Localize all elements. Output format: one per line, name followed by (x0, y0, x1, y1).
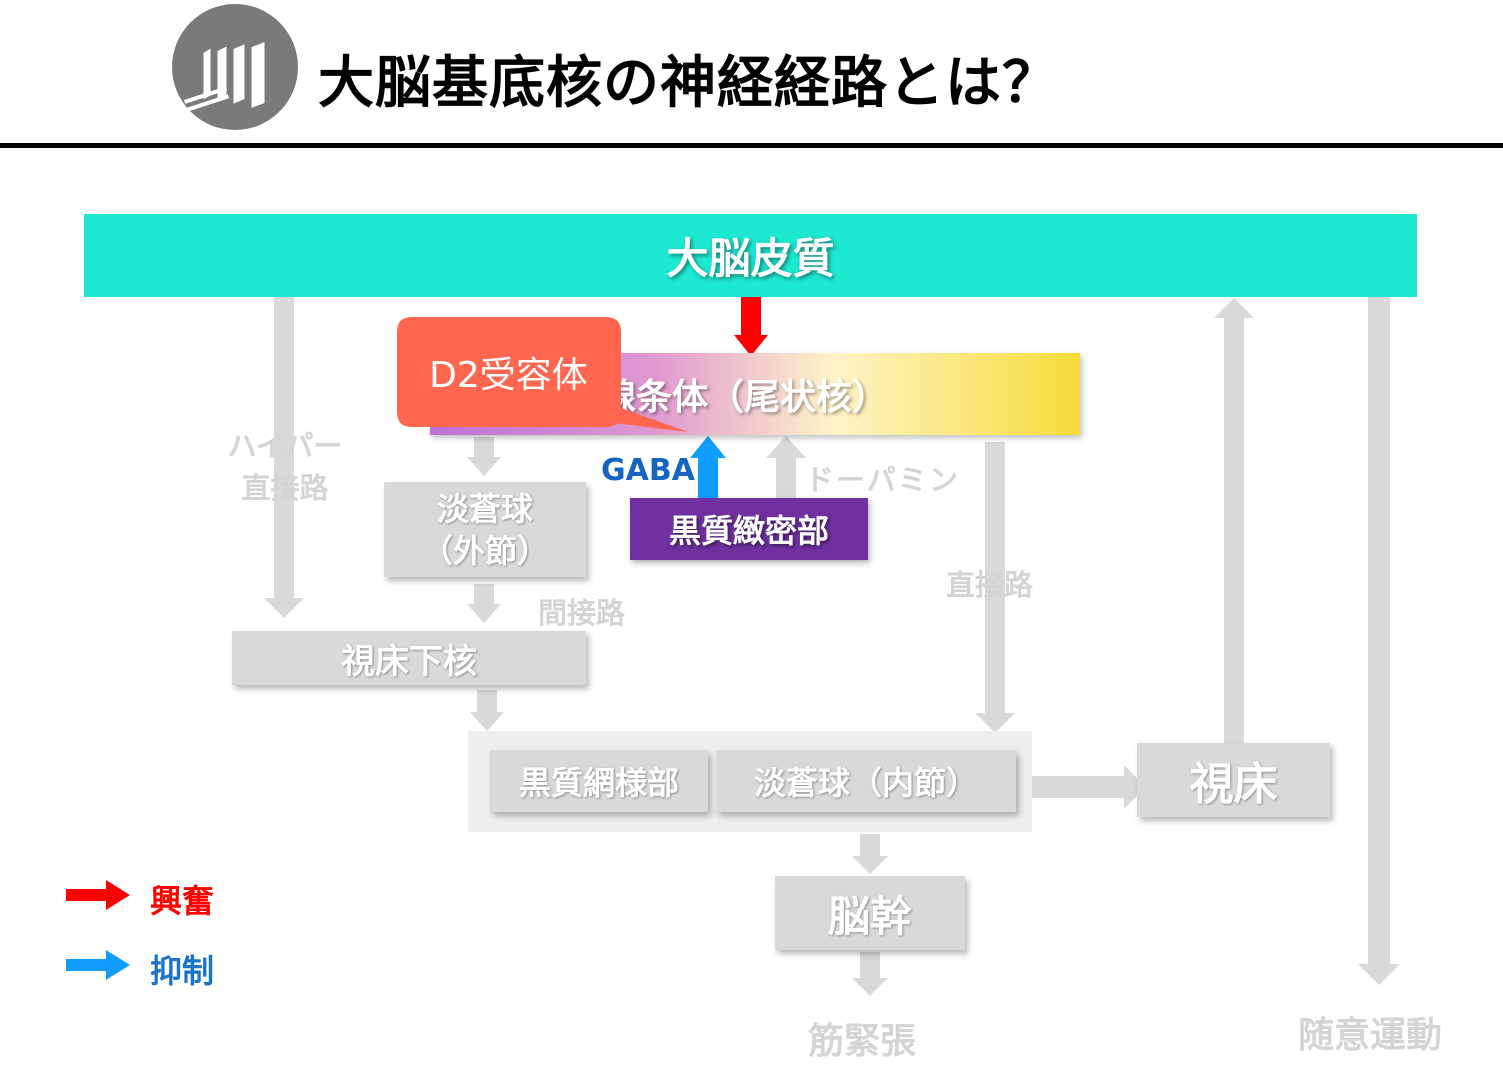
inhibition-legend-arrow-icon (66, 950, 130, 980)
striatum-to-gpe-arrow (467, 437, 501, 476)
direct-path-label: 直接路 (946, 568, 1034, 602)
voluntary-movement-arrow (1358, 297, 1400, 985)
striatum-label: 線条体（尾状核） (600, 377, 889, 418)
excitatory-arrow (734, 297, 768, 356)
hyperdirect-path-label: ハイパー 直接路 (210, 425, 360, 509)
muscle-tone-label: 筋緊張 (808, 1021, 917, 1062)
thalamus-box: 視床 (1137, 743, 1330, 817)
output-to-thalamus-arrow (1032, 765, 1146, 809)
hyperdirect-label-line2: 直接路 (241, 471, 329, 505)
brainstem-box: 脳幹 (775, 876, 965, 950)
gaba-label: GABA (601, 453, 695, 488)
dopamine-arrow (766, 436, 806, 498)
output-to-brainstem-arrow (852, 834, 888, 874)
substantia-nigra-reticulata-box: 黒質網様部 (490, 750, 708, 812)
cerebral-cortex-box: 大脳皮質 (84, 214, 1417, 297)
excitation-legend-label: 興奮 (150, 882, 215, 920)
substantia-nigra-compacta-box: 黒質緻密部 (630, 498, 868, 560)
gpe-to-stn-arrow (467, 584, 501, 623)
gpe-label-line1: 淡蒼球 (436, 489, 533, 528)
d2-receptor-label: D2受容体 (429, 355, 588, 396)
folded-paper-logo-icon (172, 4, 298, 130)
gaba-inhibitory-arrow (690, 436, 726, 498)
globus-pallidus-internal-box: 淡蒼球（内節） (716, 750, 1016, 812)
voluntary-movement-label: 随意運動 (1298, 1015, 1443, 1056)
hyperdirect-arrow (264, 297, 304, 618)
subthalamic-nucleus-box: 視床下核 (232, 631, 586, 685)
direct-path-arrow (975, 442, 1015, 733)
indirect-path-label: 間接路 (538, 596, 626, 630)
globus-pallidus-external-box: 淡蒼球 （外節） (384, 482, 586, 577)
header-divider (0, 143, 1503, 148)
inhibition-legend-label: 抑制 (150, 952, 215, 990)
stn-to-output-arrow (470, 690, 504, 731)
excitation-legend-arrow-icon (66, 880, 130, 910)
gpe-label-line2: （外節） (420, 531, 549, 570)
thalamus-to-cortex-arrow (1214, 298, 1254, 743)
page-title: 大脳基底核の神経経路とは？ (318, 51, 1059, 116)
brainstem-to-tone-arrow (852, 952, 888, 996)
dopamine-label: ドーパミン (805, 463, 960, 497)
hyperdirect-label-line1: ハイパー (227, 429, 343, 463)
